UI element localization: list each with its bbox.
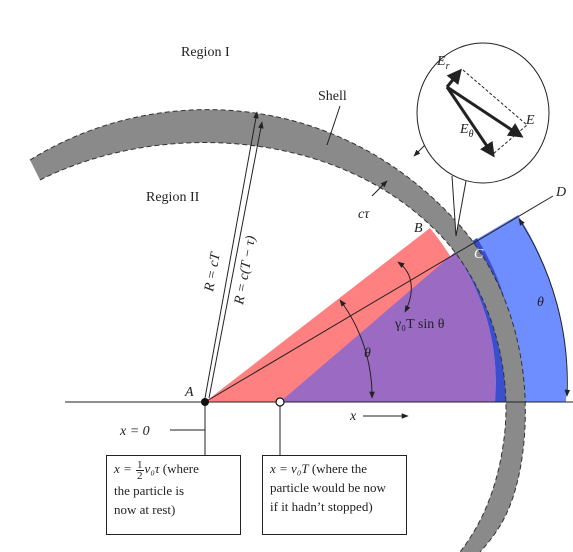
e-field-dashed-box: [462, 69, 528, 156]
label-x-axis: x: [349, 409, 357, 424]
stop-point-marker: [275, 397, 285, 407]
label-region-1: Region I: [181, 45, 230, 60]
leader-x-zero: [170, 406, 206, 431]
left-box-prefix: x =: [114, 461, 136, 476]
left-box-line-2: the particle is: [114, 482, 185, 498]
shell-outer-dash: [29, 109, 526, 552]
label-gamma-term: γ₀T sin θ: [394, 317, 445, 332]
label-e-total: E: [525, 113, 535, 128]
label-e-r: Er: [436, 54, 450, 72]
ray-a-to-d: [204, 195, 554, 403]
left-box-line-3: now at rest): [114, 501, 176, 517]
e-r-vector: [445, 68, 462, 88]
shell-band: [30, 109, 526, 552]
label-x-zero: x = 0: [119, 424, 150, 439]
label-region-2: Region II: [146, 190, 200, 205]
left-box-tail: (where: [159, 461, 199, 476]
purple-sector-region: [280, 252, 496, 402]
label-c-tau: cτ: [358, 207, 370, 222]
label-r-ct: R = cT: [202, 250, 224, 293]
dark-blue-band: [455, 238, 517, 402]
label-point-d: D: [555, 185, 566, 200]
radius-ct-tau-line: [208, 121, 264, 399]
label-point-a: A: [184, 385, 194, 400]
e-theta-vector: [445, 86, 495, 158]
label-shell: Shell: [318, 89, 347, 104]
e-total-vector: [446, 85, 524, 138]
annotation-box-projected-position: x = v₀T (where the particle would be now…: [262, 455, 407, 535]
label-theta-right: θ: [537, 295, 544, 310]
right-box-line-1: x = v₀T (where the: [270, 461, 368, 476]
theta-arc-right: [518, 218, 571, 397]
label-point-b: B: [414, 221, 423, 236]
right-box-line-3: if it hadn’t stopped): [270, 499, 373, 514]
left-box-formula: v₀τ: [144, 461, 160, 476]
theta-arc-left: [339, 299, 375, 399]
label-theta-left: θ: [364, 346, 371, 361]
zoom-bubble-tail: [451, 175, 467, 237]
gamma-arrow: [397, 261, 412, 313]
radius-ct-line: [204, 111, 259, 399]
ctau-arrow-inner: [371, 180, 388, 197]
right-box-line-2: particle would be now: [270, 480, 386, 495]
label-point-c: C: [474, 247, 484, 262]
label-e-theta: Eθ: [459, 122, 474, 140]
label-r-ct-tau: R = c(T − τ): [232, 234, 259, 306]
shell-leader: [326, 105, 341, 146]
point-a-dot: [201, 398, 209, 406]
